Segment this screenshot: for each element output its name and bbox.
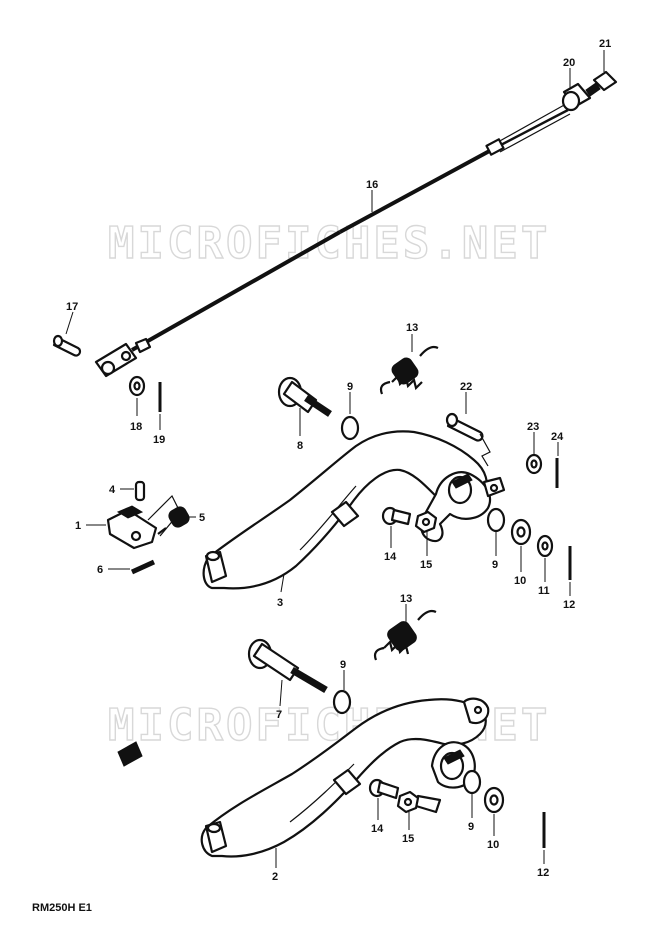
callout-9-lower-a: 9 <box>340 659 346 671</box>
callout-4: 4 <box>109 484 116 496</box>
leader-lines <box>65 50 605 868</box>
return-spring-13b <box>373 609 437 661</box>
screw-6 <box>130 559 156 575</box>
callout-10-lower: 10 <box>487 839 499 851</box>
bracket-1 <box>106 494 181 550</box>
callout-12-lower: 12 <box>537 867 549 879</box>
callout-18: 18 <box>130 421 142 433</box>
callout-labels: 21 20 16 17 18 19 13 9 8 22 23 24 4 1 5 … <box>66 38 611 883</box>
callout-9-lower-b: 9 <box>468 821 474 833</box>
adjuster-bolt-21 <box>585 70 618 97</box>
bolt-22 <box>445 412 491 467</box>
return-spring-13a <box>379 345 439 395</box>
callout-22: 22 <box>460 381 472 393</box>
callout-9-upper-a: 9 <box>347 381 353 393</box>
pivot-bolt-7 <box>247 638 328 694</box>
spring-5 <box>157 506 190 535</box>
callout-9-upper-b: 9 <box>492 559 498 571</box>
callout-2: 2 <box>272 871 278 883</box>
o-ring-9c <box>332 689 352 715</box>
callout-13-lower: 13 <box>400 593 412 605</box>
callout-1: 1 <box>75 520 81 532</box>
o-ring-9a <box>340 415 360 441</box>
pin-14a <box>381 506 412 526</box>
callout-20: 20 <box>563 57 575 69</box>
washer-10b <box>483 786 505 814</box>
cotter-washer-18 <box>128 375 146 397</box>
cable-clevis <box>94 342 138 378</box>
nut-15b <box>396 790 420 814</box>
callout-21: 21 <box>599 38 611 50</box>
callout-14-upper: 14 <box>384 551 397 563</box>
callout-6: 6 <box>97 564 103 576</box>
callout-12-upper: 12 <box>563 599 575 611</box>
brake-pedal-upper <box>202 430 506 590</box>
front-arrow-icon <box>117 741 143 767</box>
model-code: RM250H E1 <box>32 902 92 914</box>
callout-24: 24 <box>551 431 564 443</box>
callout-16: 16 <box>366 179 378 191</box>
callout-5: 5 <box>199 512 205 524</box>
callout-14-lower: 14 <box>371 823 384 835</box>
callout-10-upper: 10 <box>514 575 526 587</box>
watermark-top: MICROFICHES.NET <box>108 218 550 269</box>
callout-3: 3 <box>277 597 283 609</box>
callout-15-lower: 15 <box>402 833 414 845</box>
callout-11: 11 <box>538 585 550 597</box>
adjuster-nut-20 <box>561 82 592 112</box>
washer-11 <box>536 534 554 558</box>
callout-19: 19 <box>153 434 165 446</box>
callout-15-upper: 15 <box>420 559 432 571</box>
pin-14b <box>368 778 400 800</box>
pivot-bolt-8 <box>277 376 332 417</box>
callout-8: 8 <box>297 440 303 452</box>
o-ring-9b <box>486 507 506 533</box>
callout-7: 7 <box>276 709 282 721</box>
nut-15a <box>414 510 438 534</box>
washer-10a <box>510 518 532 546</box>
callout-23: 23 <box>527 421 539 433</box>
brake-cable <box>131 103 571 354</box>
clevis-pin <box>52 334 82 357</box>
callout-13-upper: 13 <box>406 322 418 334</box>
washer-23 <box>525 453 543 475</box>
o-ring-9d <box>462 769 482 795</box>
pin-4 <box>134 480 146 502</box>
callout-17: 17 <box>66 301 78 313</box>
